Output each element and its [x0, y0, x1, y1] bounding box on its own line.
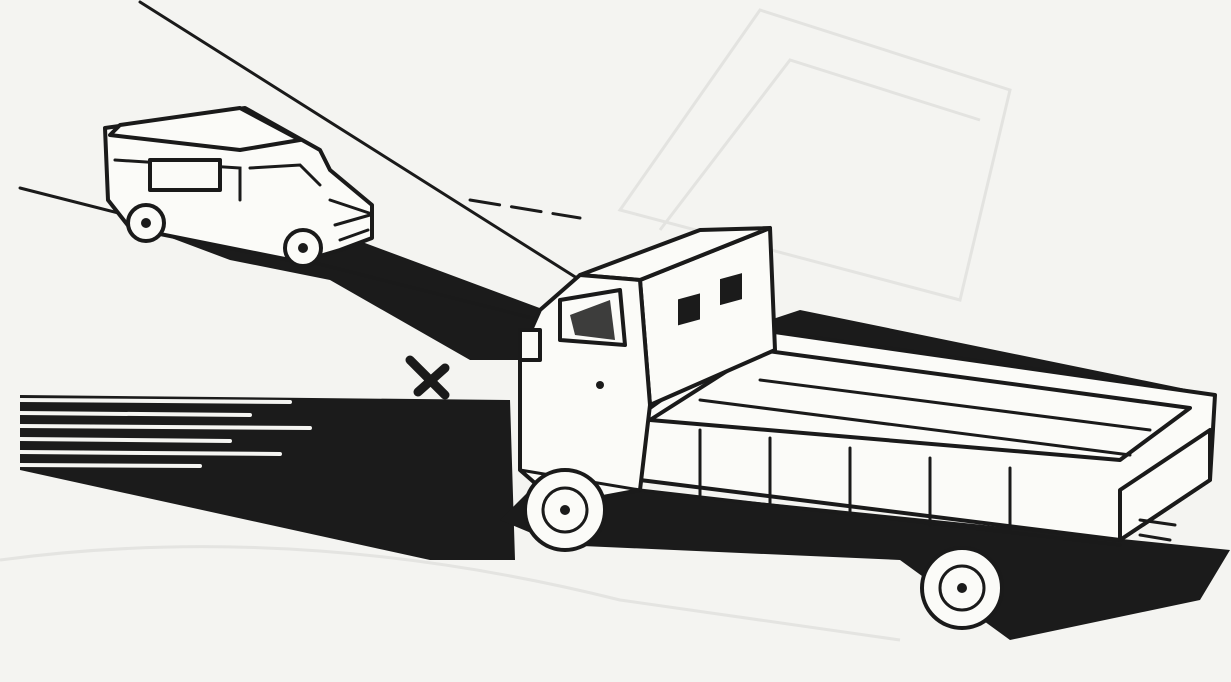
- truck-wheel-front: [525, 470, 605, 550]
- car: [105, 108, 372, 266]
- truck-wheel-rear: [922, 548, 1002, 628]
- x-mark-icon: [410, 360, 445, 395]
- car-shadow: [150, 230, 545, 360]
